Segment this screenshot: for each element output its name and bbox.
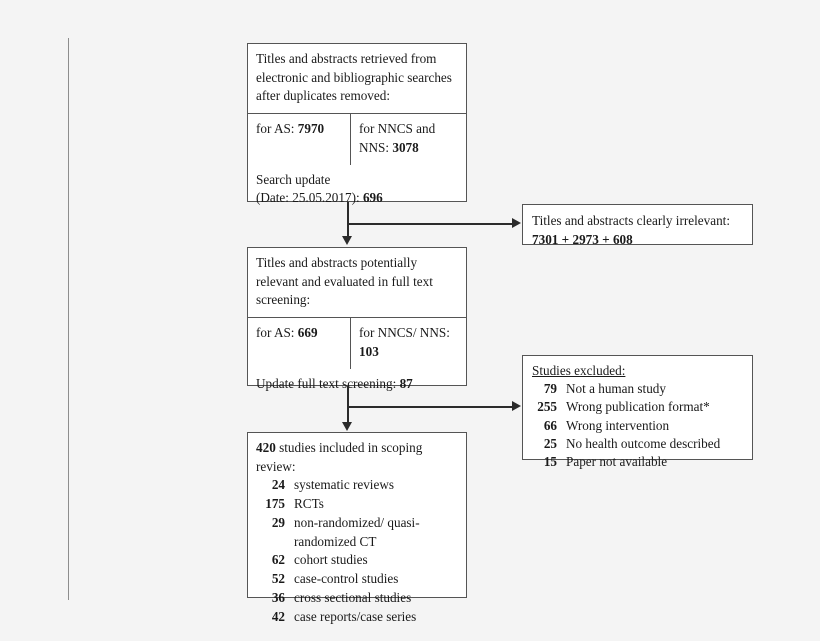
included-type-item: 36 cross sectional studies: [256, 589, 458, 608]
included-heading-row: 420 studies included in scoping review: …: [248, 433, 466, 633]
screening-heading: Titles and abstracts potentially relevan…: [256, 255, 433, 308]
connector-to-irrelevant: [347, 223, 517, 225]
included-type-label: cross sectional studies: [294, 589, 412, 605]
identification-as-value: 7970: [297, 121, 325, 137]
included-type-count: 29: [271, 514, 285, 530]
included-type-count: 62: [271, 552, 285, 568]
screening-nncs-cell: for NNCS/ NNS: 103: [351, 318, 466, 368]
irrelevant-value: 7301 + 2973 + 608: [532, 232, 633, 248]
included-type-label: non-randomized/ quasi-randomized CT: [294, 514, 420, 549]
connector-identification-to-screening: [347, 202, 349, 238]
screening-counts-row: for AS: 669 for NNCS/ NNS: 103: [248, 317, 466, 369]
included-type-item: 24 systematic reviews: [256, 476, 458, 495]
identification-box: Titles and abstracts retrieved from elec…: [247, 43, 467, 205]
excluded-reason-count: 66: [543, 417, 557, 433]
included-total: 420: [256, 440, 276, 455]
connector-to-excluded: [347, 406, 517, 408]
arrow-right-to-irrelevant: [512, 218, 521, 228]
arrow-right-to-excluded: [512, 401, 521, 411]
included-type-label: RCTs: [294, 496, 324, 512]
identification-as-label: for AS:: [256, 121, 295, 137]
included-type-count: 42: [271, 608, 285, 624]
screening-as-cell: for AS: 669: [248, 318, 351, 369]
included-type-label: cohort studies: [294, 552, 368, 568]
included-type-item: 42 case reports/case series: [256, 608, 458, 627]
screening-as-value: 669: [297, 325, 318, 341]
included-type-count: 24: [271, 477, 285, 493]
arrow-down-to-included: [342, 422, 352, 431]
included-type-count: 36: [271, 589, 285, 605]
excluded-reason-count: 79: [543, 381, 557, 397]
identification-counts-row: for AS: 7970 for NNCS and NNS: 3078: [248, 113, 466, 165]
included-type-item: 62 cohort studies: [256, 551, 458, 570]
excluded-reason-count: 15: [543, 454, 557, 470]
identification-update-line2-label: (Date: 25.05.2017):: [256, 190, 360, 206]
excluded-reason-label: No health outcome described: [566, 435, 721, 451]
excluded-reason-count: 255: [537, 399, 557, 415]
included-type-label: case reports/case series: [294, 608, 417, 624]
included-type-item: 29 non-randomized/ quasi-randomized CT: [256, 514, 458, 551]
included-box: 420 studies included in scoping review: …: [247, 432, 467, 624]
irrelevant-label: Titles and abstracts clearly irrelevant:: [532, 213, 730, 228]
arrow-down-to-screening: [342, 236, 352, 245]
screening-update-row: Update full text screening: 87: [248, 369, 466, 401]
excluded-reason-list: 79 Not a human study 255 Wrong publication …: [532, 380, 743, 471]
screening-update-label: Update full text screening:: [256, 375, 397, 391]
identification-update-line1: Search update: [256, 171, 331, 187]
screening-nncs-label: for NNCS/ NNS:: [359, 325, 450, 341]
irrelevant-box: Titles and abstracts clearly irrelevant:…: [522, 204, 753, 248]
excluded-reason-item: 66 Wrong intervention: [532, 417, 743, 435]
identification-as-cell: for AS: 7970: [248, 114, 351, 165]
included-type-count: 52: [271, 571, 285, 587]
identification-heading: Titles and abstracts retrieved from elec…: [256, 51, 452, 104]
excluded-reason-item: 15 Paper not available: [532, 453, 743, 471]
excluded-reason-label: Wrong intervention: [566, 417, 670, 433]
included-type-label: systematic reviews: [294, 477, 394, 493]
excluded-heading: Studies excluded:: [532, 363, 626, 378]
included-type-label: case-control studies: [294, 571, 399, 587]
excluded-reason-item: 255 Wrong publication format*: [532, 398, 743, 416]
excluded-reason-item: 79 Not a human study: [532, 380, 743, 398]
included-type-item: 175 RCTs: [256, 495, 458, 514]
included-type-item: 52 case-control studies: [256, 570, 458, 589]
included-type-list: 24 systematic reviews 175 RCTs 29 non-randomi…: [256, 476, 458, 626]
left-margin-rule: [68, 38, 69, 600]
included-heading-rest: studies included in scoping review:: [256, 440, 423, 474]
identification-update-value: 696: [362, 190, 383, 206]
screening-nncs-value: 103: [359, 343, 379, 359]
excluded-reason-label: Not a human study: [566, 381, 666, 397]
excluded-reason-label: Paper not available: [566, 454, 668, 470]
identification-nncs-value: 3078: [392, 139, 419, 155]
included-type-count: 175: [265, 496, 285, 512]
identification-nncs-cell: for NNCS and NNS: 3078: [351, 114, 466, 164]
excluded-reason-label: Wrong publication format*: [566, 399, 710, 415]
excluded-reason-count: 25: [543, 435, 557, 451]
excluded-reason-item: 25 No health outcome described: [532, 435, 743, 453]
connector-screening-to-included: [347, 386, 349, 424]
identification-update-row: Search update (Date: 25.05.2017): 696: [248, 165, 466, 215]
identification-nncs-label: for NNCS and NNS:: [359, 121, 436, 155]
screening-update-value: 87: [399, 375, 413, 391]
screening-as-label: for AS:: [256, 325, 295, 341]
screening-box: Titles and abstracts potentially relevan…: [247, 247, 467, 391]
